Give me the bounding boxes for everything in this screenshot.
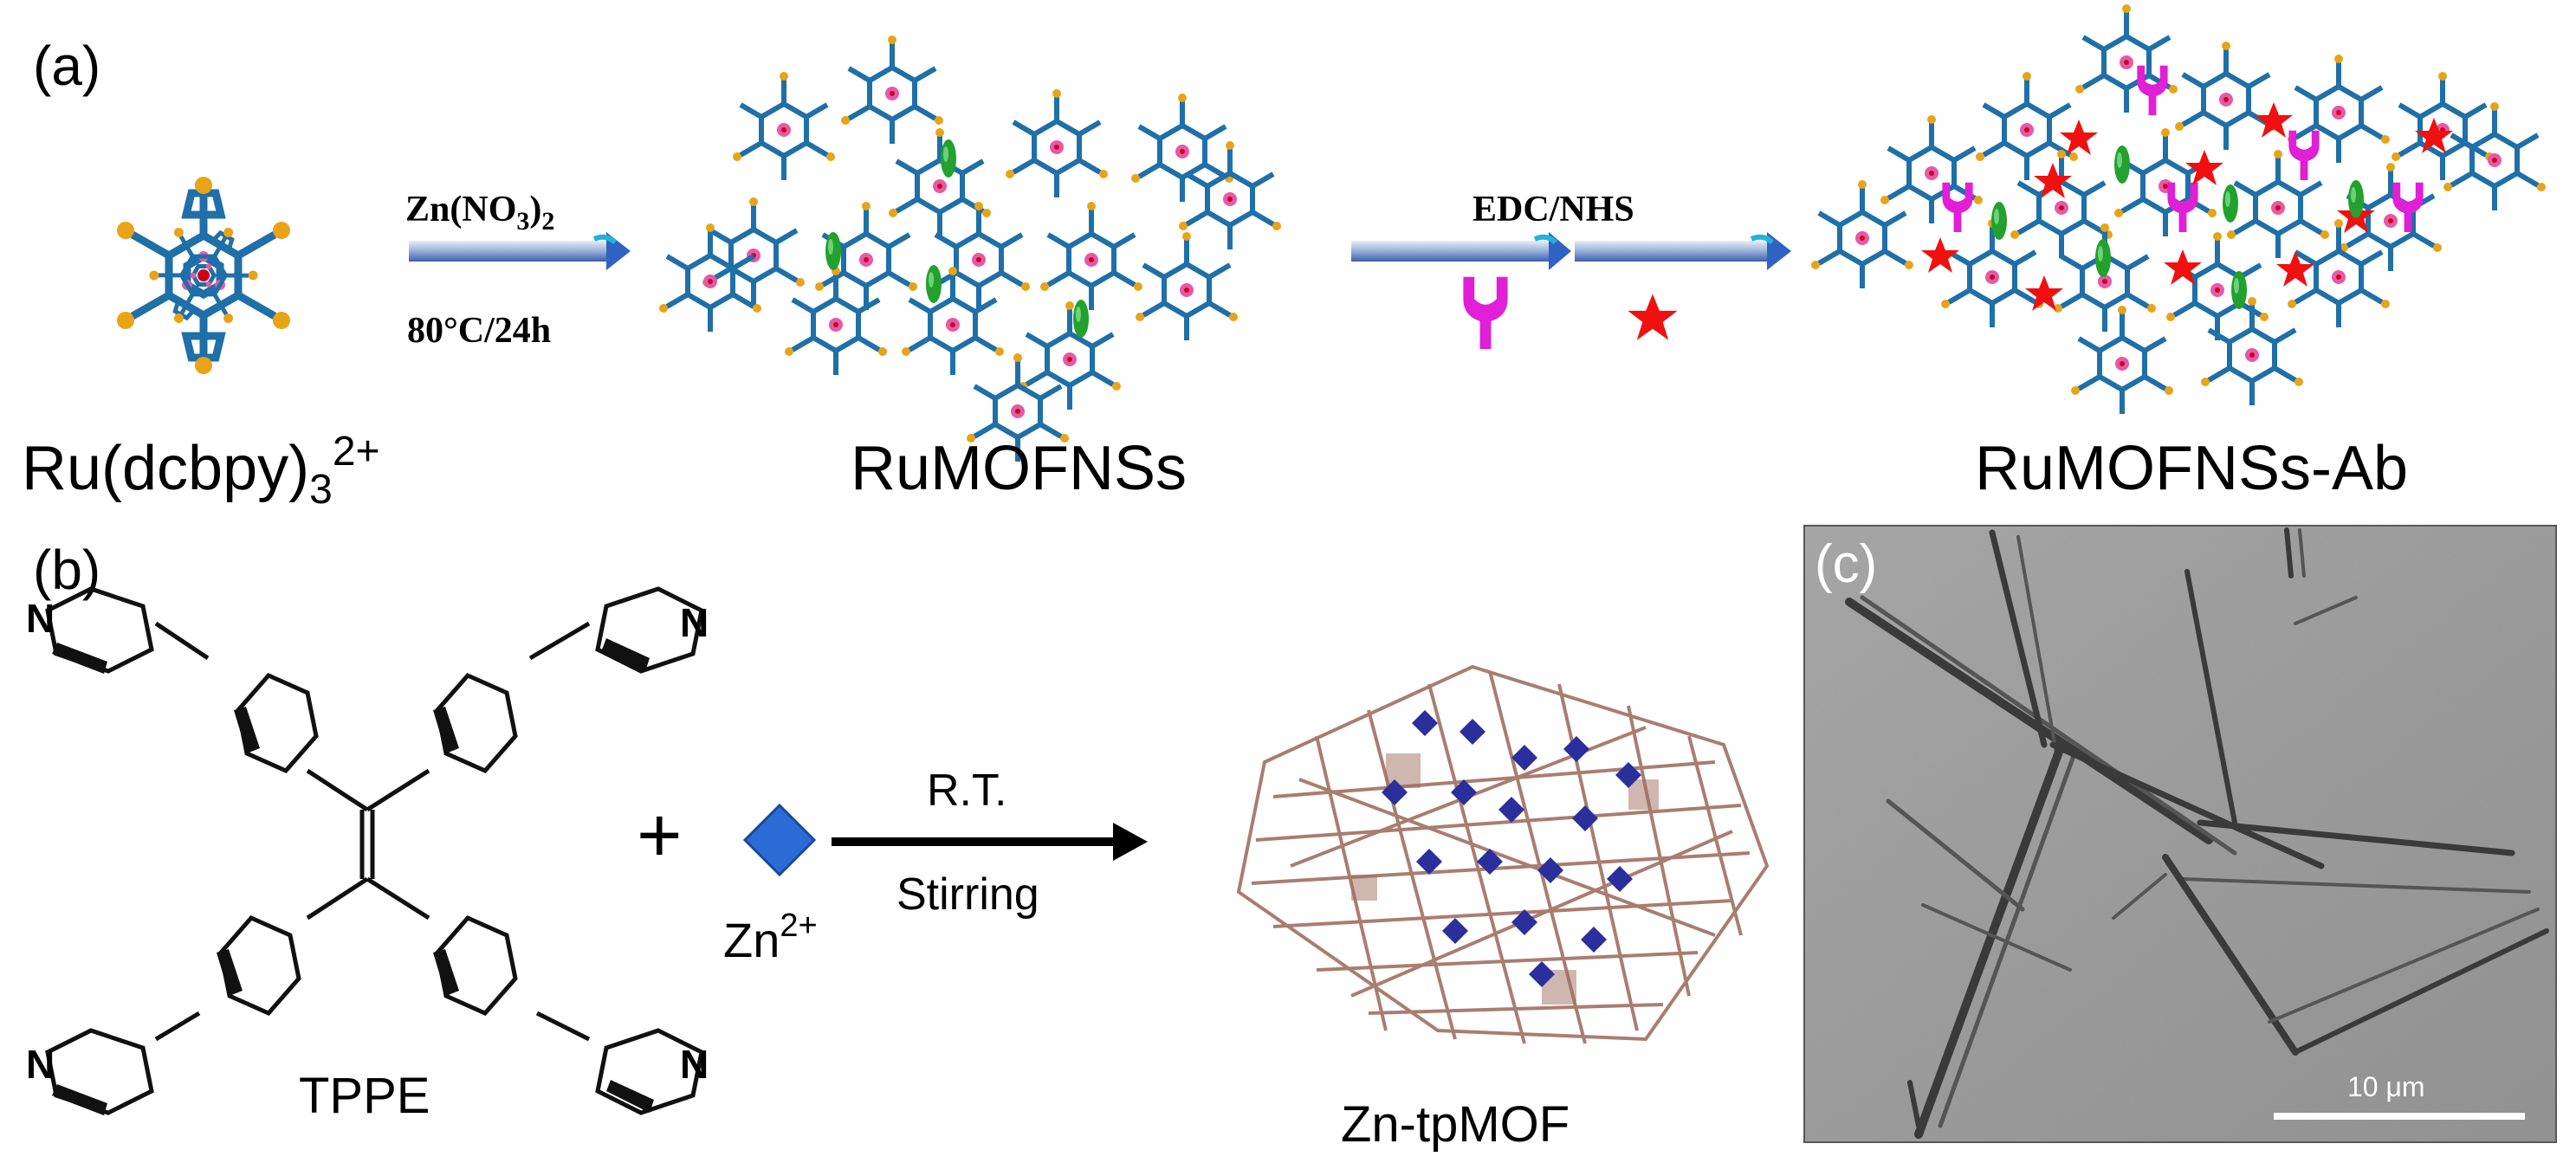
star-icon (1628, 294, 1678, 340)
reagent-edc-nhs: EDC/NHS (1472, 190, 1634, 229)
tppe-molecule (45, 586, 704, 1115)
rumofnss-ab-label: RuMOFNSs-Ab (1975, 434, 2408, 503)
reaction-arrow-2 (1351, 232, 1791, 270)
panel-b-label: (b) (33, 539, 100, 601)
zn-diamond-icon (742, 803, 817, 877)
rumofnss-label: RuMOFNSs (851, 434, 1187, 503)
reagent-zn-nitrate: Zn(NO3)2 (405, 190, 554, 236)
sem-nanorods (1845, 527, 2549, 1139)
reaction-arrow-b (832, 823, 1148, 861)
zn-tpmof-label: Zn-tpMOF (1341, 1096, 1570, 1153)
zn-tpmof-structure (1236, 664, 1770, 1044)
rumofnss-sheet (659, 36, 1281, 462)
zn-ion-label: Zn2+ (723, 908, 818, 967)
condition-stirring: Stirring (896, 869, 1039, 920)
scale-bar-label: 10 μm (2347, 1071, 2425, 1102)
n-atom-bottom-left: N (26, 1042, 55, 1087)
panel-c: (c) 10 μm (1803, 525, 2557, 1143)
antibody-icon (1463, 276, 1508, 349)
n-atom-top-left: N (26, 596, 55, 641)
condition-temp-time: 80°C/24h (407, 311, 551, 351)
plus-sign: + (637, 792, 683, 879)
condition-rt: R.T. (927, 766, 1006, 816)
panel-a-label: (a) (33, 35, 100, 97)
panel-a: (a) Ru(dcbpy)32+ Zn(NO3)2 80°C/24h (22, 4, 2546, 513)
n-atom-top-right: N (680, 600, 709, 645)
panel-b: (b) (26, 539, 1770, 1153)
rumofnss-ab-sheet (1811, 4, 2546, 414)
tppe-wedge-bonds (52, 638, 654, 1115)
ru-complex-label: Ru(dcbpy)32+ (22, 429, 380, 513)
reaction-arrow-1 (409, 232, 631, 270)
ru-complex-molecule (117, 177, 290, 374)
n-atom-bottom-right: N (680, 1042, 709, 1087)
tppe-label: TPPE (299, 1068, 430, 1124)
panel-c-label: (c) (1815, 534, 1877, 594)
